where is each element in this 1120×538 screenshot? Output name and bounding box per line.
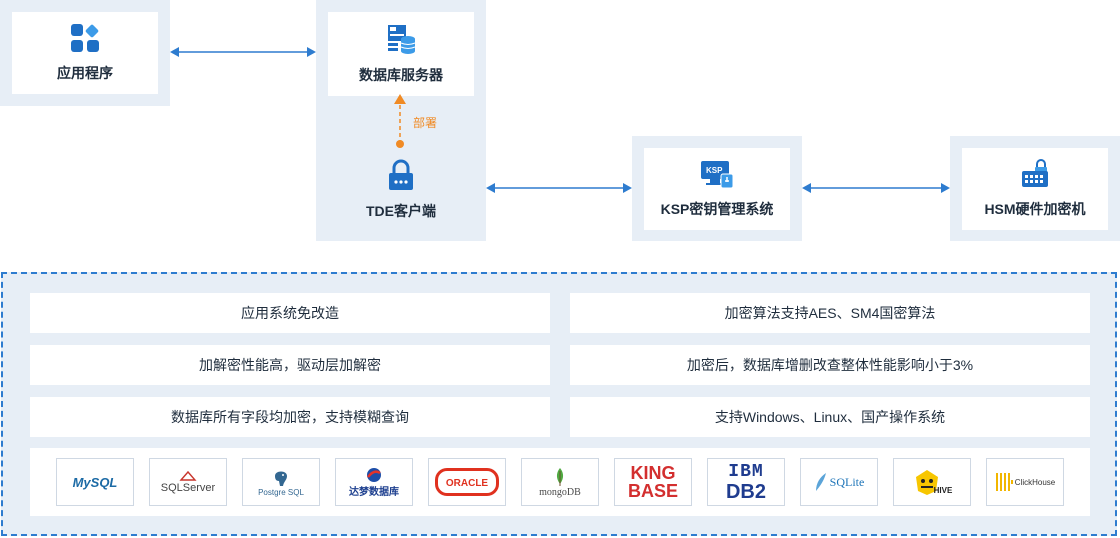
app-label: 应用程序 (57, 65, 113, 81)
app-grid-icon (71, 24, 99, 52)
feature-item: 加密算法支持AES、SM4国密算法 (570, 293, 1090, 333)
app-node[interactable]: 应用程序 (12, 12, 158, 94)
elephant-icon (275, 471, 287, 486)
hsm-node[interactable]: HSM硬件加密机 (962, 148, 1108, 230)
arrow-app-db (170, 47, 316, 57)
feature-item: 加解密性能高，驱动层加解密 (30, 345, 550, 385)
leaf-icon (556, 467, 564, 486)
deploy-arrow (394, 94, 406, 148)
arrow-tde-ksp (486, 183, 632, 193)
lock-icon (389, 159, 413, 190)
sqlite-logo: SQLite (800, 458, 878, 506)
sqlserver-mark-icon (179, 470, 197, 481)
feature-item: 加密后，数据库增删改查整体性能影响小于3% (570, 345, 1090, 385)
ksp-label: KSP密钥管理系统 (660, 201, 774, 217)
postgresql-logo: Postgre SQL (242, 458, 320, 506)
tde-client-node[interactable]: TDE客户端 (328, 150, 474, 230)
clickhouse-logo: ClickHouse (986, 458, 1064, 506)
feature-item: 支持Windows、Linux、国产操作系统 (570, 397, 1090, 437)
feather-icon (815, 473, 826, 491)
db-server-label: 数据库服务器 (359, 67, 443, 83)
clickhouse-bars-icon (995, 473, 1013, 491)
tde-client-label: TDE客户端 (366, 203, 436, 219)
database-logo-strip: MySQL SQLServer Postgre SQL 达梦数据库 ORACLE… (30, 448, 1090, 516)
hsm-label: HSM硬件加密机 (984, 201, 1086, 217)
arrow-ksp-hsm (802, 183, 950, 193)
db-server-node[interactable]: 数据库服务器 (328, 12, 474, 96)
hsm-device-icon (1022, 159, 1048, 187)
mysql-logo: MySQL (56, 458, 134, 506)
feature-item: 应用系统免改造 (30, 293, 550, 333)
database-server-icon (388, 25, 416, 54)
feature-item: 数据库所有字段均加密，支持模糊查询 (30, 397, 550, 437)
hive-logo: HIVE (893, 458, 971, 506)
deploy-label: 部署 (413, 116, 438, 130)
mongodb-logo: mongoDB (521, 458, 599, 506)
sqlserver-logo: SQLServer (149, 458, 227, 506)
ksp-key-icon: KSP (701, 161, 734, 189)
ibm-db2-logo: IBM DB2 (707, 458, 785, 506)
ksp-icon-text: KSP (706, 166, 723, 175)
oracle-logo: ORACLE (428, 458, 506, 506)
dameng-logo: 达梦数据库 (335, 458, 413, 506)
kingbase-logo: KING BASE (614, 458, 692, 506)
ksp-node[interactable]: KSP KSP密钥管理系统 (644, 148, 790, 230)
bee-icon (915, 470, 938, 495)
dameng-mark-icon (367, 467, 381, 482)
